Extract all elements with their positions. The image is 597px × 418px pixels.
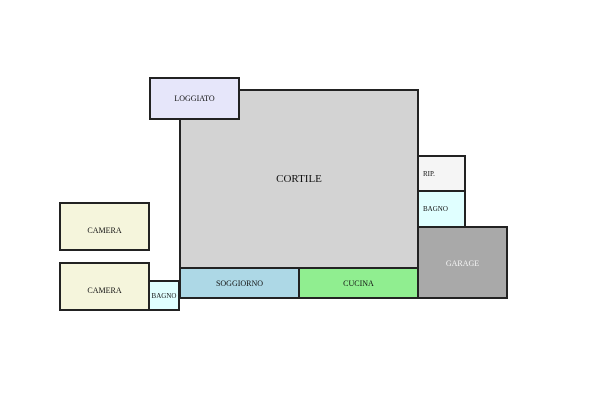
room-camera-bottom: CAMERA <box>59 262 150 311</box>
room-label-loggiato: LOGGIATO <box>174 94 215 103</box>
room-soggiorno: SOGGIORNO <box>179 267 300 299</box>
room-label-bagno-left: BAGNO <box>151 291 177 300</box>
room-rip: RIP. <box>417 155 466 192</box>
room-bagno-right: BAGNO <box>417 190 466 228</box>
room-label-rip: RIP. <box>423 169 435 178</box>
room-label-soggiorno: SOGGIORNO <box>215 278 264 288</box>
room-label-camera-top: CAMERA <box>87 226 122 235</box>
room-bagno-left: BAGNO <box>148 280 180 311</box>
room-garage: GARAGE <box>417 226 508 299</box>
room-label-garage: GARAGE <box>445 259 480 268</box>
room-label-bagno-right: BAGNO <box>423 205 448 213</box>
room-cucina: CUCINA <box>298 267 419 299</box>
room-loggiato: LOGGIATO <box>149 77 240 120</box>
room-label-camera-bottom: CAMERA <box>87 286 122 295</box>
room-label-cortile: CORTILE <box>276 173 322 185</box>
room-camera-top: CAMERA <box>59 202 150 251</box>
room-label-cucina: CUCINA <box>343 278 374 288</box>
